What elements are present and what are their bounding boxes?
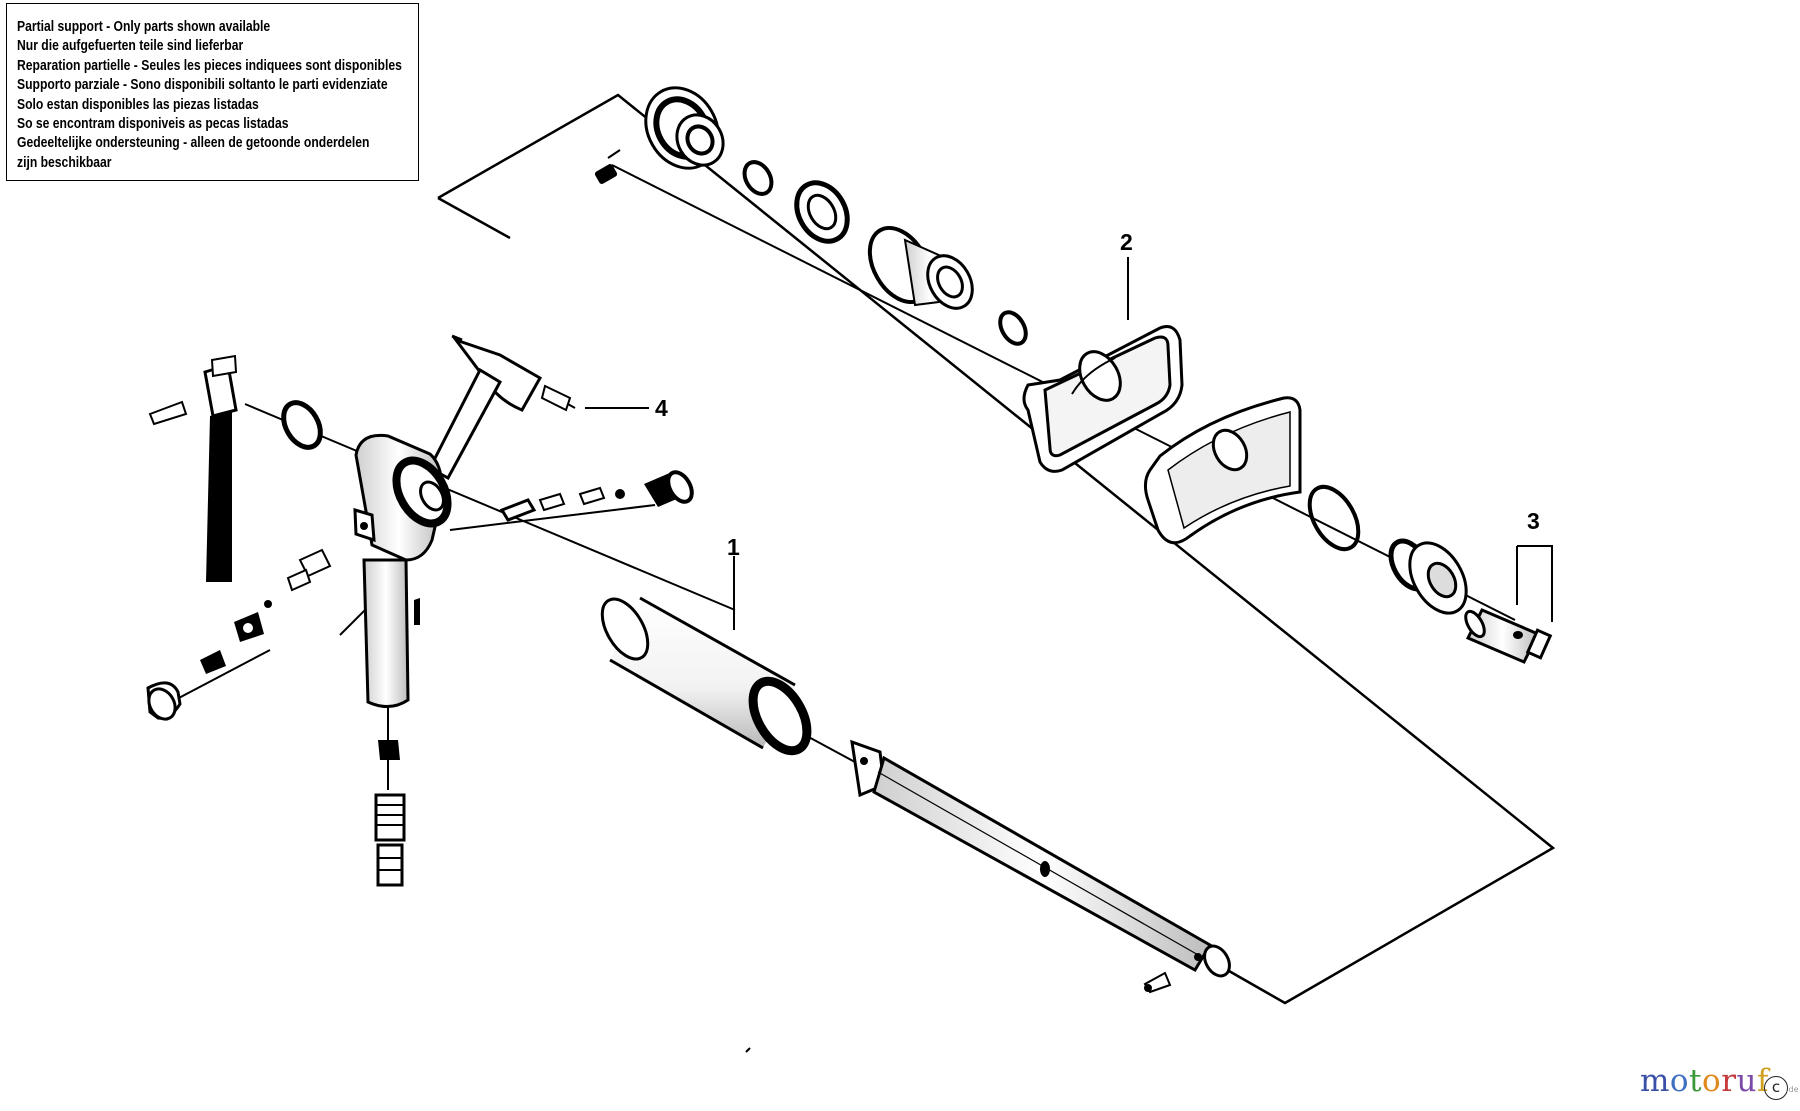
partial-support-notice: Partial support - Only parts shown avail…: [6, 3, 419, 181]
drive-shaft: [850, 739, 1231, 994]
notice-line: Solo estan disponibles las piezas listad…: [17, 95, 259, 113]
rear-pin: [1464, 608, 1553, 664]
logo-letter: o: [1702, 1063, 1722, 1099]
callout-3: 3: [1527, 508, 1540, 534]
rear-bearing-cap: [1388, 538, 1468, 615]
notice-line: zijn beschikbaar: [17, 153, 112, 171]
curved-end-plate: [1143, 396, 1302, 545]
notice-line: Supporto parziale - Sono disponibili sol…: [17, 76, 388, 94]
valve-chain-lower: [146, 548, 332, 721]
notice-line: Gedeeltelijke ondersteuning - alleen de …: [17, 134, 370, 152]
notice-line: So se encontram disponiveis as pecas lis…: [17, 115, 289, 133]
callout-leaders: [585, 257, 1553, 630]
logo-letter: r: [1721, 1063, 1737, 1099]
throttle-valve-parts: [499, 470, 694, 522]
stray-mark: [745, 1047, 751, 1053]
logo-letter: m: [1640, 1063, 1670, 1099]
throttle-lever: [428, 334, 576, 481]
callout-1: 1: [727, 534, 740, 560]
air-motor-cylinder: [600, 596, 812, 756]
washer-ring: [794, 180, 850, 244]
motoruf-logo: motoruf: [1640, 1063, 1769, 1099]
air-inlet-fitting: [374, 740, 406, 887]
callout-2: 2: [1120, 229, 1133, 255]
handle-bolt: [148, 354, 238, 582]
end-plate-gasket: [1022, 325, 1184, 473]
o-ring-large: [1307, 484, 1361, 552]
handle-washer: [281, 400, 323, 450]
notice-line: Reparation partielle - Seules les pieces…: [17, 56, 402, 74]
logo-letter: f: [1757, 1063, 1769, 1099]
logo-letter: t: [1689, 1063, 1703, 1099]
logo-tld: .de: [1786, 1085, 1799, 1094]
o-ring-small: [742, 160, 774, 196]
assembly-plane-outline: [437, 93, 1556, 1005]
notice-line: Nur die aufgefuerten teile sind lieferba…: [17, 37, 244, 55]
callout-4: 4: [655, 395, 668, 421]
notice-line: Partial support - Only parts shown avail…: [17, 18, 271, 35]
motor-housing-handle: [353, 433, 452, 708]
o-ring-medium: [998, 310, 1028, 346]
air-inlet-nut: [594, 86, 725, 184]
front-head-bushing: [867, 226, 974, 310]
logo-letter: u: [1736, 1063, 1758, 1099]
logo-letter: o: [1669, 1063, 1690, 1099]
copyright-icon: c: [1764, 1076, 1788, 1100]
